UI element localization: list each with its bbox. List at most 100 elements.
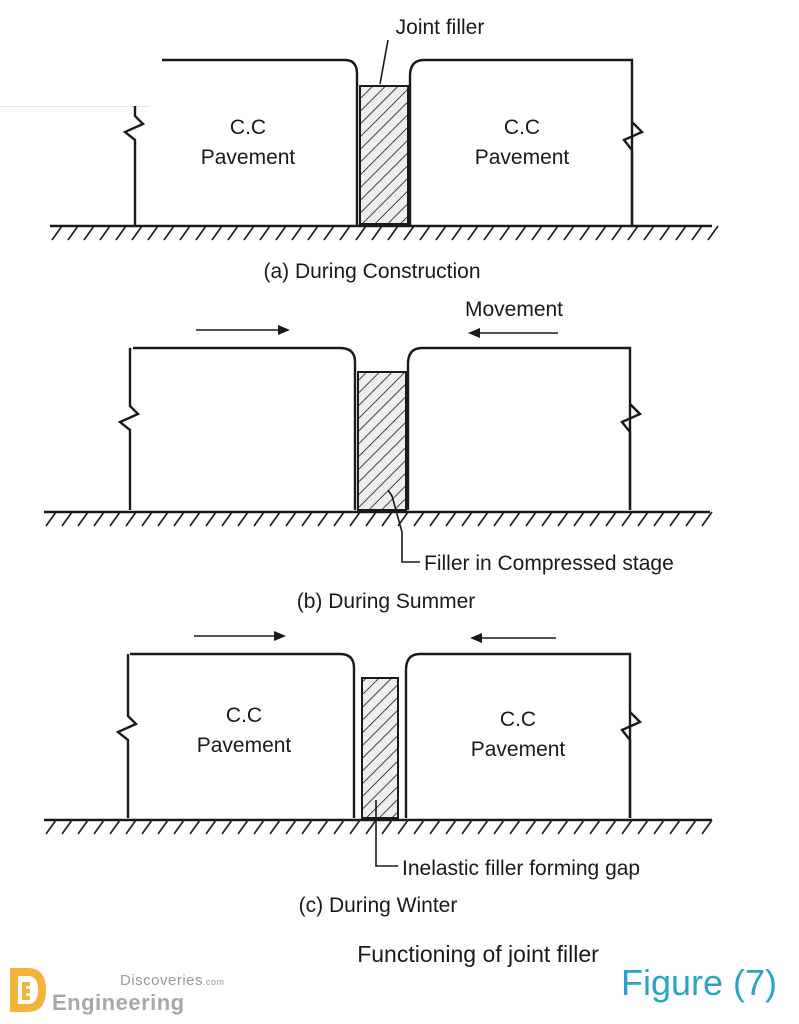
ground-tick <box>141 819 153 835</box>
ground-tick <box>627 225 639 241</box>
left-slab-text-2: Pavement <box>201 146 296 169</box>
ground-tick <box>269 511 281 527</box>
caption-c: (c) During Winter <box>299 894 458 917</box>
left-slab-a <box>162 58 359 225</box>
ground-tick <box>221 819 233 835</box>
ground-tick <box>659 225 671 241</box>
ground-tick <box>429 819 441 835</box>
ground-tick <box>67 225 79 241</box>
ground-tick <box>125 819 137 835</box>
ground-tick <box>557 511 569 527</box>
right-slab-text-1c: C.C <box>500 708 536 731</box>
ground-hatch-a <box>51 225 719 241</box>
ground-tick <box>605 819 617 835</box>
callout-c: Inelastic filler forming gap <box>402 857 640 880</box>
ground-tick <box>45 819 57 835</box>
ground-tick <box>435 225 447 241</box>
ground-tick <box>573 819 585 835</box>
ground-tick <box>451 225 463 241</box>
figure-caption: Functioning of joint filler <box>357 941 599 967</box>
ground-tick <box>115 225 127 241</box>
caption-b: (b) During Summer <box>297 590 476 613</box>
panel-c: C.C Pavement C.C Pavement Inelastic fill… <box>44 631 713 917</box>
ground-tick <box>301 819 313 835</box>
ground-tick <box>669 511 681 527</box>
left-slab-text-1: C.C <box>230 116 266 139</box>
ground-tick <box>253 819 265 835</box>
ground-tick <box>573 511 585 527</box>
right-slab-b <box>406 346 632 510</box>
ground-tick <box>109 511 121 527</box>
joint-filler-leader <box>379 39 389 85</box>
ground-tick <box>189 819 201 835</box>
ground-tick <box>669 819 681 835</box>
ground-tick <box>131 225 143 241</box>
ground-tick <box>77 511 89 527</box>
left-break-a <box>122 106 146 225</box>
left-break-c <box>115 654 139 818</box>
ground-tick <box>509 819 521 835</box>
ground-tick <box>461 819 473 835</box>
ground-tick <box>381 819 393 835</box>
ground-tick <box>429 511 441 527</box>
ground-tick <box>477 511 489 527</box>
joint-filler-c <box>361 677 399 819</box>
movement-label: Movement <box>465 298 563 321</box>
ground-tick <box>77 819 89 835</box>
ground-tick <box>157 511 169 527</box>
ground-tick <box>397 819 409 835</box>
ground-tick <box>195 225 207 241</box>
ground-tick <box>413 511 425 527</box>
ground-tick <box>157 819 169 835</box>
ground-tick <box>621 819 633 835</box>
ground-tick <box>99 225 111 241</box>
ground-tick <box>227 225 239 241</box>
brand-bottom: Engineering <box>52 990 185 1015</box>
ground-tick <box>109 819 121 835</box>
ground-tick <box>563 225 575 241</box>
left-slab-b <box>133 346 357 510</box>
ground-tick <box>253 511 265 527</box>
ground-tick <box>525 511 537 527</box>
ground-tick <box>61 511 73 527</box>
ground-tick <box>237 819 249 835</box>
ground-tick <box>493 511 505 527</box>
ground-tick <box>605 511 617 527</box>
ground-tick <box>243 225 255 241</box>
ground-tick <box>291 225 303 241</box>
ground-tick <box>301 511 313 527</box>
right-break-a <box>622 121 645 225</box>
ground-tick <box>83 225 95 241</box>
ground-tick <box>595 225 607 241</box>
left-slab-c <box>130 652 356 818</box>
callout-leader-b <box>387 489 420 563</box>
ground-tick <box>275 225 287 241</box>
ground-tick <box>493 819 505 835</box>
joint-filler-b <box>357 371 407 511</box>
ground-tick <box>365 511 377 527</box>
ground-tick <box>579 225 591 241</box>
ground-tick <box>333 819 345 835</box>
arrowhead-left-b <box>468 328 480 338</box>
ground-tick <box>45 511 57 527</box>
callout-leader-c <box>375 800 398 867</box>
ground-tick <box>445 511 457 527</box>
ground-tick <box>541 511 553 527</box>
ground-tick <box>205 819 217 835</box>
ground-hatch-b <box>45 511 713 527</box>
ground-tick <box>691 225 703 241</box>
ground-tick <box>419 225 431 241</box>
engineering-logo-icon <box>10 968 46 1012</box>
ground-tick <box>547 225 559 241</box>
ground-tick <box>317 511 329 527</box>
ground-tick <box>685 511 697 527</box>
ground-tick <box>387 225 399 241</box>
ground-tick <box>189 511 201 527</box>
right-break-b <box>620 403 643 510</box>
ground-tick <box>515 225 527 241</box>
ground-tick <box>381 511 393 527</box>
ground-tick <box>205 511 217 527</box>
ground-tick <box>355 225 367 241</box>
ground-tick <box>269 819 281 835</box>
